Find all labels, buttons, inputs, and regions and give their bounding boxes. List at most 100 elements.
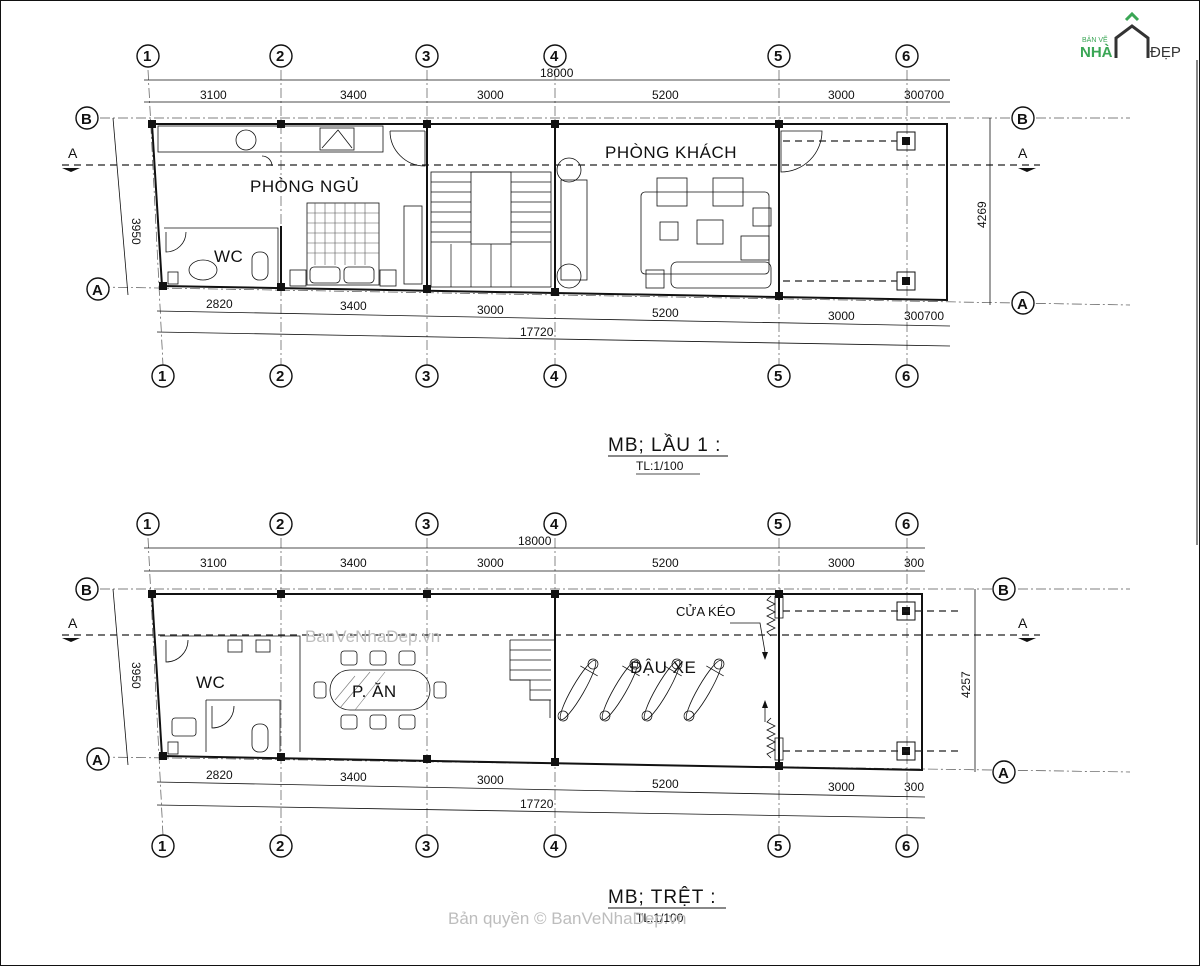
upper-bottom-dim-3: 3000 — [477, 303, 504, 317]
upper-plan-title: MB; LẦU 1 : — [608, 434, 721, 456]
upper-top-dim-6: 300 — [904, 88, 924, 102]
sliding-gate — [730, 595, 784, 761]
logo-top-text: BẢN VẼ — [1082, 35, 1108, 44]
upper-total-top: 18000 — [540, 66, 574, 80]
ground-grid-bottom-4: 4 — [550, 838, 559, 855]
watermark-mid: BanVeNhaDep.vn — [305, 627, 440, 646]
house-icon — [1114, 24, 1150, 58]
ground-stairs — [509, 640, 551, 718]
upper-plan-scale: TL:1/100 — [636, 459, 684, 473]
ground-top-dim-2: 3400 — [340, 556, 367, 570]
ground-top-dim-3: 3000 — [477, 556, 504, 570]
upper-grid-bubbles-bottom: 1 2 3 4 5 6 — [151, 364, 919, 388]
upper-top-dim-7: 700 — [924, 88, 944, 102]
ground-row-a-right: A — [998, 765, 1009, 782]
logo-brand-left: NHÀ — [1080, 44, 1113, 61]
sliding-gate-label: CỬA KÉO — [676, 604, 736, 619]
motorbike-icon-4 — [683, 658, 725, 722]
upper-top-dim-5: 3000 — [828, 88, 855, 102]
upper-bottom-dim-5: 3000 — [828, 309, 855, 323]
ground-top-dimensions: 18000 3100 3400 3000 5200 3000 300 — [144, 534, 925, 572]
upper-columns — [148, 120, 916, 300]
ground-wc-label: WC — [196, 673, 225, 692]
motorbikes — [557, 658, 725, 722]
ground-floor-plan: 18000 3100 3400 3000 5200 3000 300 1 2 3… — [62, 512, 1131, 925]
upper-row-bubbles: B A B A — [75, 106, 1035, 315]
dining-label: P. ĂN — [352, 682, 397, 701]
upper-bottom-dim-4: 5200 — [652, 306, 679, 320]
bedroom-label: PHÒNG NGỦ — [250, 177, 359, 196]
roof-icon — [1124, 11, 1140, 22]
upper-grid-bottom-4: 4 — [550, 368, 559, 385]
watermark-bottom: Bản quyền © BanVeNhaDep.vn — [448, 909, 686, 928]
ground-grid-bottom-6: 6 — [902, 838, 910, 855]
upper-row-b-left: B — [81, 111, 92, 128]
ground-top-dim-4: 5200 — [652, 556, 679, 570]
ground-total-top: 18000 — [518, 534, 552, 548]
living-room-label: PHÒNG KHÁCH — [605, 143, 737, 162]
upper-grid-bottom-6: 6 — [902, 368, 910, 385]
ground-right-dim: 4257 — [959, 671, 973, 698]
ground-grid-bubbles-bottom: 1 2 3 4 5 6 — [151, 834, 919, 858]
upper-left-dim: 3950 — [129, 218, 143, 245]
ground-vertical-dims: 3950 4257 — [112, 588, 976, 772]
bedroom-furniture — [235, 127, 423, 287]
motorbike-icon-2 — [599, 658, 641, 722]
ground-bottom-dim-5: 3000 — [828, 780, 855, 794]
ground-grid-top-4: 4 — [550, 516, 559, 533]
upper-right-dim: 4269 — [975, 201, 989, 228]
ground-top-dim-6: 300 — [904, 556, 924, 570]
ground-grid-lines — [99, 537, 1131, 836]
ground-porch — [783, 610, 960, 752]
living-furniture — [556, 157, 772, 289]
upper-row-a-left: A — [92, 282, 103, 299]
upper-wc-fixtures — [167, 251, 269, 285]
ground-grid-bottom-2: 2 — [276, 838, 284, 855]
ground-bottom-dim-2: 3400 — [340, 770, 367, 784]
brand-logo: BẢN VẼ NHÀ ĐẸP — [1080, 11, 1181, 61]
upper-vertical-dims: 3950 4269 — [112, 117, 991, 305]
upper-bottom-dim-1: 2820 — [206, 297, 233, 311]
upper-section-left: A — [68, 145, 78, 161]
ground-bottom-dimensions: 2820 3400 3000 5200 3000 300 17720 — [156, 768, 926, 819]
ground-grid-top-3: 3 — [422, 516, 430, 533]
upper-grid-top-5: 5 — [774, 48, 782, 65]
upper-grid-bottom-2: 2 — [276, 368, 284, 385]
upper-grid-top-6: 6 — [902, 48, 910, 65]
upper-grid-bottom-3: 3 — [422, 368, 430, 385]
upper-row-b-right: B — [1017, 111, 1028, 128]
upper-walls — [150, 123, 948, 302]
ground-grid-top-1: 1 — [143, 516, 151, 533]
upper-floor-plan: 18000 3100 3400 3000 5200 3000 300 700 1… — [62, 44, 1131, 475]
upper-top-dim-1: 3100 — [200, 88, 227, 102]
parking-label: ĐẬU XE — [630, 658, 696, 677]
upper-grid-top-2: 2 — [276, 48, 284, 65]
ground-plan-scale: TL:1/100 — [636, 911, 684, 925]
upper-top-dim-3: 3000 — [477, 88, 504, 102]
upper-total-bottom: 17720 — [520, 325, 554, 339]
ground-top-dim-5: 3000 — [828, 556, 855, 570]
ground-row-b-left: B — [81, 582, 92, 599]
ground-left-dim: 3950 — [129, 662, 143, 689]
ground-grid-bottom-5: 5 — [774, 838, 782, 855]
dining-furniture — [313, 650, 447, 730]
ground-row-b-right: B — [998, 582, 1009, 599]
ground-plan-title: MB; TRỆT : — [608, 886, 717, 908]
ground-section-right: A — [1018, 615, 1028, 631]
ground-section-line: A A — [62, 615, 1040, 642]
upper-stairs — [430, 171, 552, 288]
ground-top-dim-1: 3100 — [200, 556, 227, 570]
ground-row-bubbles: B A B A — [75, 577, 1016, 784]
upper-grid-top-1: 1 — [143, 48, 151, 65]
upper-bottom-dim-6: 300 — [904, 309, 924, 323]
logo-brand-right: ĐẸP — [1150, 44, 1181, 61]
ground-bottom-dim-3: 3000 — [477, 773, 504, 787]
upper-row-a-right: A — [1017, 296, 1028, 313]
upper-grid-top-4: 4 — [550, 48, 559, 65]
ground-walls — [151, 593, 923, 772]
ground-grid-bottom-3: 3 — [422, 838, 430, 855]
ground-row-a-left: A — [92, 752, 103, 769]
ground-grid-bubbles-top: 1 2 3 4 5 6 — [136, 512, 919, 536]
upper-grid-bottom-1: 1 — [158, 368, 166, 385]
